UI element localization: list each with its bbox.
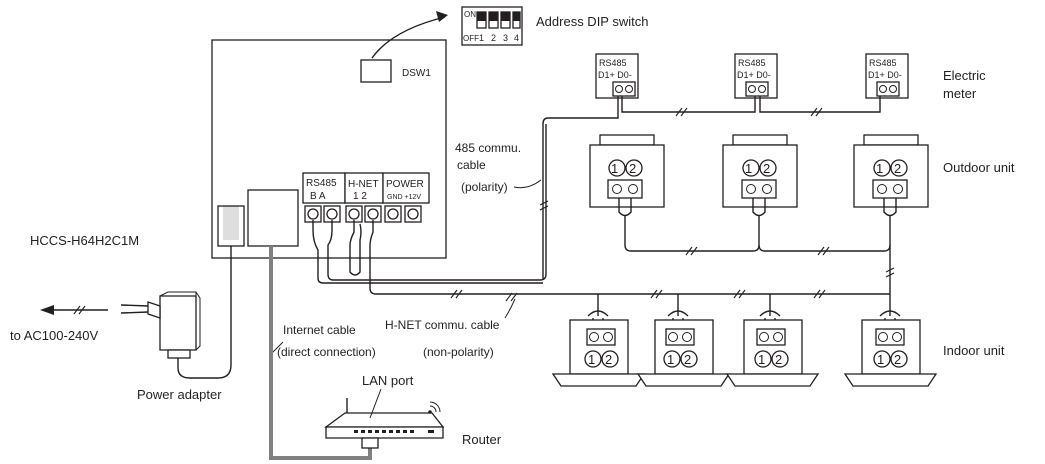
- hnet-cable-label-2: (non-polarity): [423, 345, 494, 359]
- rs485-cable-label-3: (polarity): [461, 180, 508, 194]
- dip-off-label: OFF: [463, 34, 479, 43]
- dip-pointer-arrow: [371, 16, 446, 59]
- svg-text:2: 2: [894, 352, 901, 367]
- rs485-cable-label-2: cable: [457, 158, 486, 172]
- dip-switch-caption: Address DIP switch: [536, 14, 648, 29]
- svg-text:1: 1: [667, 352, 674, 367]
- svg-text:2: 2: [629, 161, 636, 176]
- dip-number-4: 4: [514, 33, 519, 43]
- svg-text:1: 1: [588, 352, 595, 367]
- svg-text:2: 2: [775, 352, 782, 367]
- dip-number-3: 3: [503, 33, 508, 43]
- rs485-terminal-label: RS485: [306, 178, 337, 189]
- rs485-pins-label: B A: [310, 191, 326, 202]
- wifi-icon: [428, 401, 441, 414]
- meter-3-rs485-label: RS485: [869, 58, 897, 68]
- svg-text:2: 2: [894, 161, 901, 176]
- dsw1-label: DSW1: [402, 68, 431, 79]
- electric-meter-3: RS485 D1+ D0-: [865, 53, 909, 99]
- ethernet-port: [247, 189, 299, 247]
- svg-text:2: 2: [763, 161, 770, 176]
- dip-on-label: ON: [464, 10, 476, 19]
- router-caption: Router: [462, 432, 502, 447]
- internet-cable-label-2: (direct connection): [277, 345, 376, 359]
- meter-2-pins-label: D1+ D0-: [737, 70, 771, 80]
- internet-cable: [269, 246, 372, 460]
- dip-number-1: 1: [479, 33, 484, 43]
- address-dip-switch: ON OFF 1 2 3 4: [461, 6, 523, 46]
- power-adapter-label: Power adapter: [137, 387, 222, 402]
- ac-arrow-icon: [40, 305, 54, 315]
- electric-meter-caption-2: meter: [943, 86, 977, 101]
- electric-meter-2: RS485 D1+ D0-: [734, 53, 778, 99]
- outdoor-unit-caption: Outdoor unit: [943, 160, 1015, 175]
- rs485-cable-label-1: 485 commu.: [455, 141, 521, 155]
- hnet-pins-label: 1 2: [353, 191, 367, 202]
- controller-board: DSW1 RS485 B A H-NET 1 2 POWER GND +12V: [211, 39, 447, 259]
- electric-meter-1: RS485 D1+ D0-: [595, 53, 639, 99]
- dsw1-switch: [360, 59, 392, 83]
- svg-text:2: 2: [605, 352, 612, 367]
- hnet-terminal-label: H-NET: [348, 179, 379, 190]
- svg-text:1: 1: [745, 161, 752, 176]
- svg-text:2: 2: [684, 352, 691, 367]
- power-terminal-label: POWER: [386, 179, 424, 190]
- power-adapter: [120, 291, 201, 359]
- router: [324, 398, 445, 449]
- electric-meter-caption-1: Electric: [943, 68, 986, 83]
- internet-cable-label-1: Internet cable: [283, 323, 356, 337]
- dip-number-2: 2: [491, 33, 496, 43]
- meter-3-pins-label: D1+ D0-: [868, 70, 902, 80]
- svg-text:1: 1: [758, 352, 765, 367]
- meter-1-pins-label: D1+ D0-: [598, 70, 632, 80]
- ac-voltage-label: to AC100-240V: [10, 328, 99, 343]
- meter-2-rs485-label: RS485: [738, 58, 766, 68]
- meter-1-rs485-label: RS485: [599, 58, 627, 68]
- lan-port-label: LAN port: [362, 373, 414, 388]
- controller-model-label: HCCS-H64H2C1M: [30, 233, 139, 248]
- svg-text:1: 1: [611, 161, 618, 176]
- power-pins-label: GND +12V: [387, 194, 421, 201]
- indoor-unit-caption: Indoor unit: [943, 343, 1005, 358]
- svg-text:1: 1: [877, 352, 884, 367]
- svg-text:1: 1: [876, 161, 883, 176]
- hnet-cable-label-1: H-NET commu. cable: [385, 318, 500, 332]
